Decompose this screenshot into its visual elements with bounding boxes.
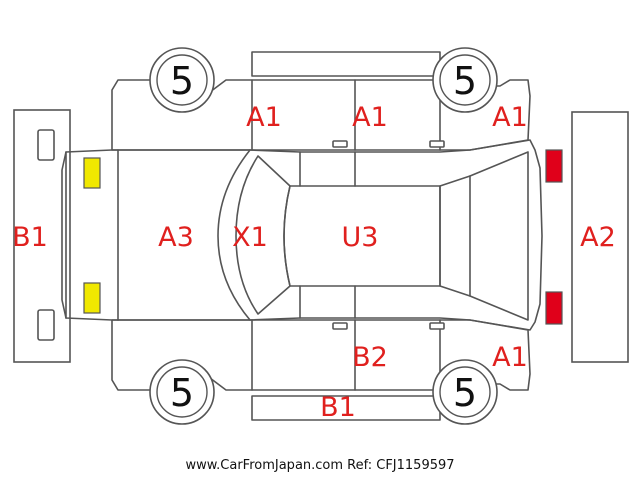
code-left-rear-quarter: A1 [492,102,528,133]
code-right-rear-door: B2 [352,342,388,373]
code-hood: A3 [158,222,194,253]
front-light-top [83,157,101,189]
reference-footer: www.CarFromJapan.com Ref: CFJ1159597 [185,458,455,473]
rear-light-top [545,149,563,183]
code-left-rear-door: A1 [352,102,388,133]
tire-front-right-grade: 5 [170,371,194,415]
code-roof: U3 [342,222,379,253]
tire-rear-right-grade: 5 [453,371,477,415]
tire-front-right: 5 [149,359,215,425]
code-right-rear-quarter: A1 [492,342,528,373]
rear-bumper-panel [571,111,629,363]
code-front-bumper: B1 [12,222,48,253]
code-windshield: X1 [232,222,268,253]
front-bumper-panel [13,109,71,363]
car-body-outline [61,139,543,331]
code-right-sill: B1 [320,392,356,423]
front-light-bottom [83,282,101,314]
tire-rear-right: 5 [432,359,498,425]
code-left-front-door: A1 [246,102,282,133]
tire-rear-left: 5 [432,47,498,113]
tire-rear-left-grade: 5 [453,59,477,103]
code-rear-bumper: A2 [580,222,616,253]
tire-front-left: 5 [149,47,215,113]
tire-front-left-grade: 5 [170,59,194,103]
rear-light-bottom [545,291,563,325]
